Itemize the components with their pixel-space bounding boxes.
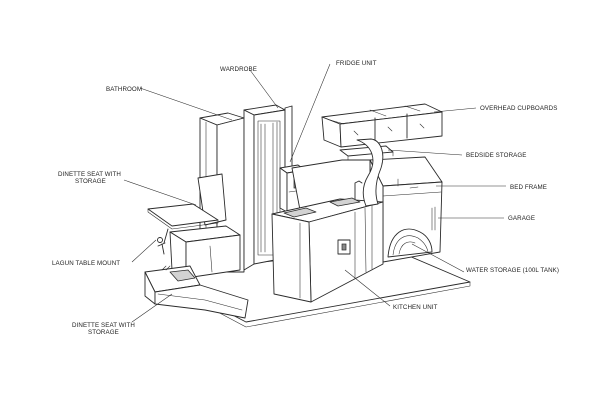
label-dinette-lower-line1: DINETTE SEAT WITH xyxy=(72,322,135,329)
dinette-seat-upper xyxy=(169,173,241,279)
overhead-cupboards xyxy=(321,103,443,148)
label-dinette-lower-line2: STORAGE xyxy=(88,329,119,336)
label-lagun-table-mount: LAGUN TABLE MOUNT xyxy=(52,260,120,267)
leader-kitchen-unit xyxy=(344,269,391,307)
leader-dinette-upper xyxy=(123,179,197,206)
label-bathroom: BATHROOM xyxy=(106,86,142,93)
dinette-seat-lower xyxy=(144,265,249,319)
leader-wardrobe xyxy=(249,69,279,109)
partition-panel xyxy=(356,138,384,207)
label-water-storage: WATER STORAGE (100L TANK) xyxy=(466,267,559,274)
leader-water-storage xyxy=(411,243,465,273)
label-dinette-upper-line1: DINETTE SEAT WITH xyxy=(58,171,121,178)
label-wardrobe: WARDROBE xyxy=(220,66,257,73)
label-kitchen-unit: KITCHEN UNIT xyxy=(393,304,438,311)
lagun-table xyxy=(147,203,219,255)
label-bedside-storage: BEDSIDE STORAGE xyxy=(466,152,527,159)
leader-bathroom xyxy=(139,87,233,121)
leader-bedside-storage xyxy=(387,149,463,156)
leader-dinette-lower xyxy=(131,293,173,323)
label-overhead-cupboards: OVERHEAD CUPBOARDS xyxy=(480,105,557,112)
kitchen-unit xyxy=(271,180,384,303)
label-garage: GARAGE xyxy=(508,215,535,222)
label-dinette-upper-line2: STORAGE xyxy=(75,178,106,185)
leader-overhead-cupboards xyxy=(433,107,477,113)
label-fridge-unit: FRIDGE UNIT xyxy=(336,60,377,67)
bedside-storage xyxy=(339,145,394,161)
garage-opening xyxy=(387,228,433,258)
label-bed-frame: BED FRAME xyxy=(510,184,547,191)
leader-lagun-table xyxy=(131,239,157,263)
leader-fridge-unit xyxy=(289,63,331,163)
